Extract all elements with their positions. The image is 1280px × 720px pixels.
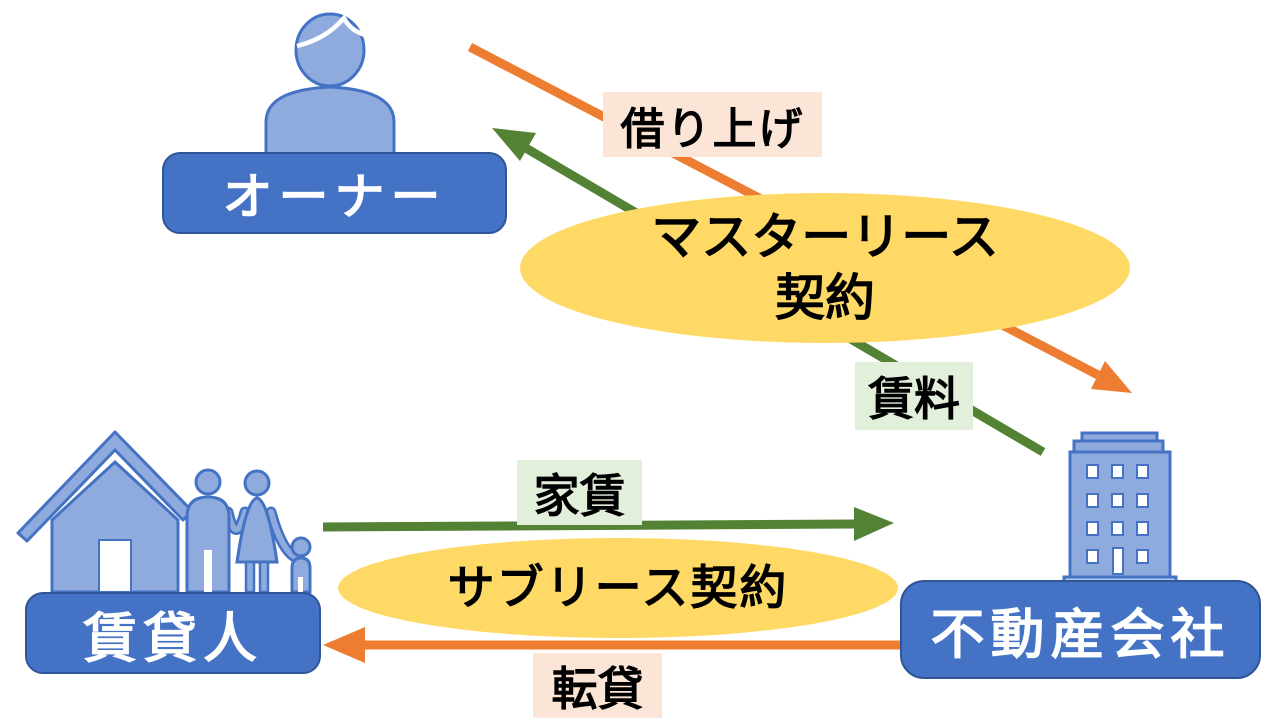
- master-lease-ellipse: [520, 193, 1130, 343]
- master-lease-line2: 契約: [775, 270, 875, 326]
- yachin-flow-label: 家賃: [517, 460, 642, 525]
- sublease-ellipse: [338, 538, 898, 638]
- master-lease-contract-label: マスターリース 契約: [520, 193, 1130, 343]
- master-lease-line1: マスターリース: [651, 209, 999, 265]
- tenant-node: 賃貸人: [25, 592, 321, 674]
- person-icon: [264, 12, 396, 157]
- sublease-contract-label: サブリース契約: [447, 561, 789, 615]
- tentai-flow-label: 転貸: [533, 653, 662, 718]
- tentai-arrow: [323, 627, 903, 663]
- company-node: 不動産会社: [900, 580, 1261, 679]
- office-building-icon: [1062, 431, 1178, 590]
- owner-node: オーナー: [162, 152, 507, 234]
- kariage-flow-label: 借り上げ: [603, 92, 822, 157]
- chinryo-flow-label: 賃料: [855, 362, 973, 430]
- yachin-arrow: [322, 507, 894, 541]
- house-family-icon: [16, 430, 312, 594]
